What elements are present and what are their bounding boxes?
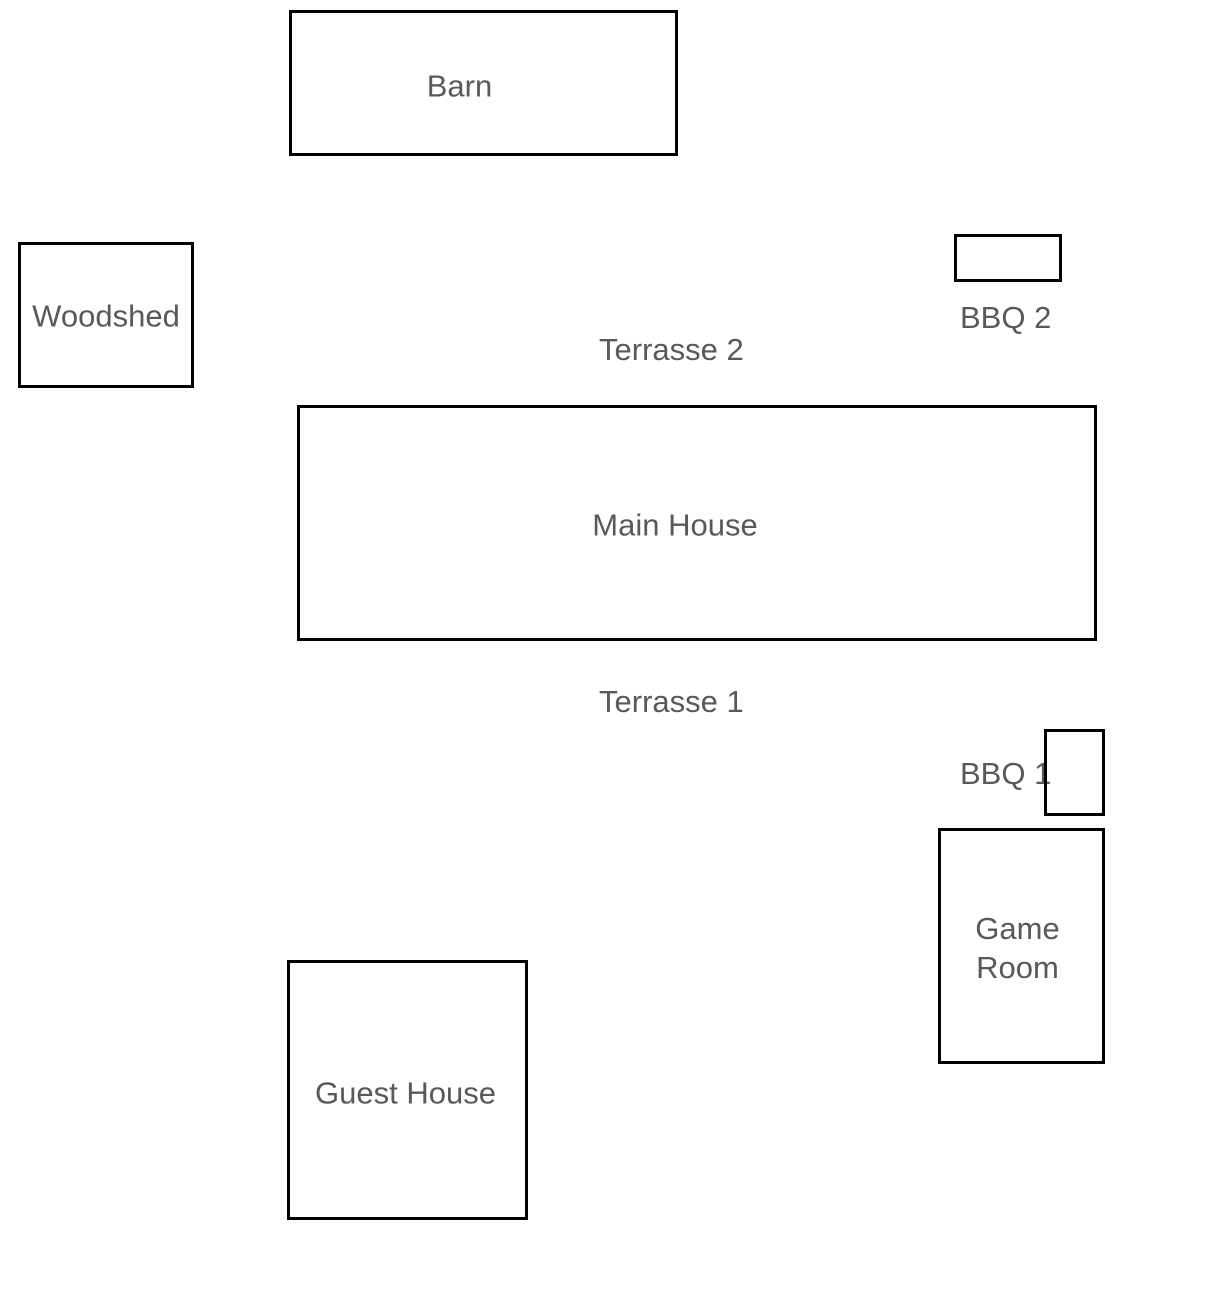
game-room-label: Game Room xyxy=(975,911,1060,986)
bbq-1-box xyxy=(1044,729,1105,816)
main-house-building: Main House xyxy=(297,405,1097,641)
bbq-2-box xyxy=(954,234,1062,282)
main-house-label: Main House xyxy=(592,507,758,543)
barn-label: Barn xyxy=(426,68,493,104)
game-room-building: Game Room xyxy=(938,828,1105,1064)
bbq-2-label: BBQ 2 xyxy=(960,300,1052,335)
terrasse-2-label: Terrasse 2 xyxy=(599,332,744,367)
barn-building: Barn xyxy=(289,10,678,156)
woodshed-building: Woodshed xyxy=(18,242,194,388)
woodshed-label: Woodshed xyxy=(32,298,180,334)
terrasse-1-label: Terrasse 1 xyxy=(599,684,744,719)
guest-house-label: Guest House xyxy=(315,1075,496,1111)
bbq-1-label: BBQ 1 xyxy=(960,756,1052,791)
guest-house-building: Guest House xyxy=(287,960,528,1220)
